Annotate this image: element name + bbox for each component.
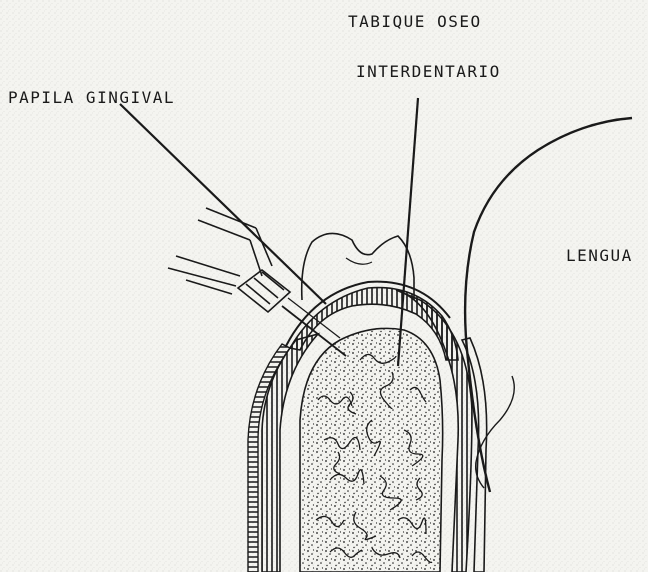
label-papila-gingival: PAPILA GINGIVAL — [8, 88, 175, 107]
label-interdentario: INTERDENTARIO — [356, 62, 501, 81]
bone-septum — [300, 328, 443, 572]
label-tabique-oseo: TABIQUE OSEO — [348, 12, 482, 31]
label-lengua: LENGUA — [566, 246, 633, 265]
